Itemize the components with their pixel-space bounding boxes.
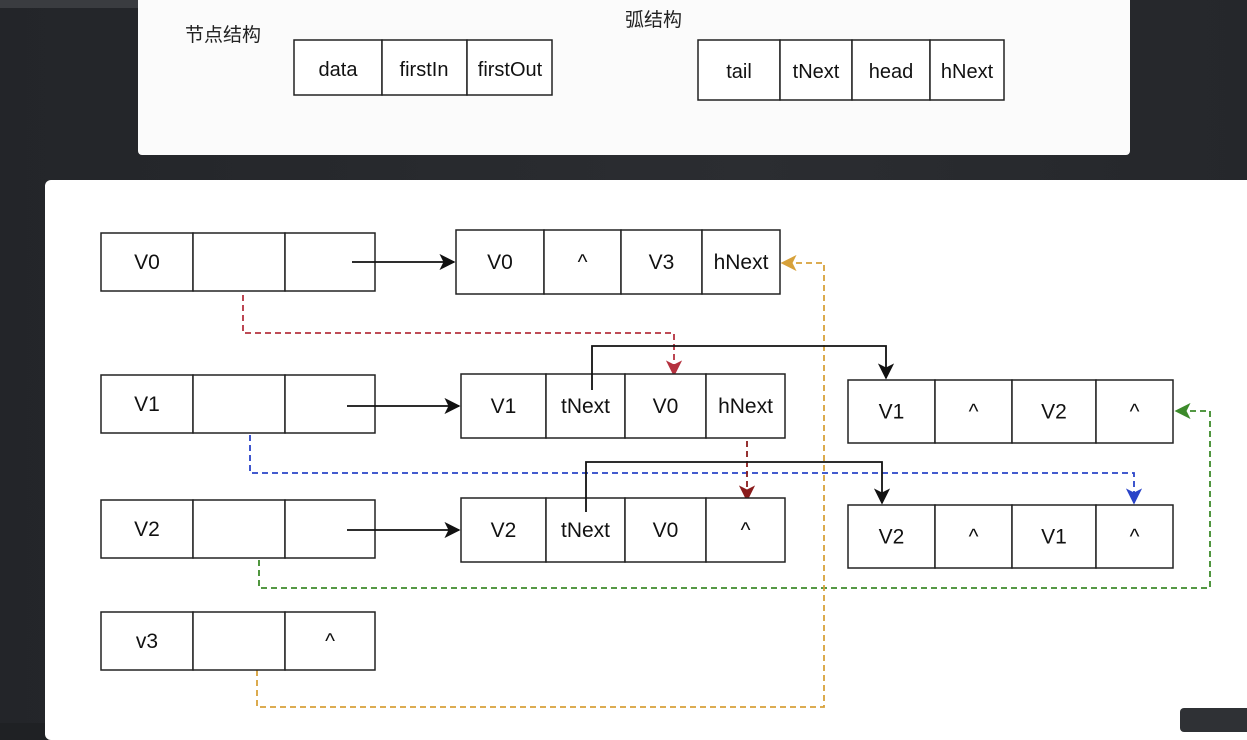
node-cell	[100, 232, 194, 292]
node-cell	[460, 497, 547, 563]
v1-tnext-arrow	[591, 345, 895, 390]
node-cell	[934, 504, 1013, 569]
arc-node-arc-v1-v2: V1 ^ V2 ^	[847, 379, 1174, 444]
node-cell	[455, 229, 545, 295]
node-cell	[543, 229, 622, 295]
node-cell	[284, 374, 376, 434]
node-cell	[847, 379, 936, 444]
node-cell	[1011, 379, 1097, 444]
node-cell	[847, 504, 936, 569]
node-cell-label: V1	[1041, 526, 1067, 549]
node-cell	[192, 232, 286, 292]
node-cell-label: V0	[487, 251, 513, 274]
node-cell-label: ^	[1130, 401, 1140, 424]
node-cell	[1011, 504, 1097, 569]
node-cell	[100, 374, 194, 434]
node-cell	[100, 499, 194, 559]
legend-node-field: firstOut	[478, 59, 543, 81]
orthogonal-list-diagram: 节点结构 弧结构 data firstIn firstOut tail tNex…	[100, 9, 1211, 708]
legend-arc-field: head	[869, 61, 914, 83]
node-cell	[100, 611, 194, 671]
node-cell-label: V2	[491, 519, 517, 542]
node-cell	[192, 499, 286, 559]
legend-arc-field: tail	[726, 61, 752, 83]
arc-structure-title: 弧结构	[625, 9, 682, 31]
v1-firstin-link	[249, 395, 1143, 505]
node-cell	[284, 499, 376, 559]
legend-node-structure: data firstIn firstOut	[293, 39, 553, 96]
vertex-node-v1: V1	[100, 374, 376, 434]
node-cell-label: ^	[1130, 526, 1140, 549]
legend-node-field: firstIn	[400, 59, 449, 81]
node-cell-label: ^	[325, 630, 335, 653]
v3-firstin-link	[256, 254, 825, 708]
node-cell-label: V2	[1041, 401, 1067, 424]
node-cell	[705, 373, 786, 439]
node-cell-label: ^	[741, 519, 751, 542]
node-cell	[705, 497, 786, 563]
node-cell-label: v3	[136, 630, 158, 653]
node-cell-label: tNext	[561, 519, 610, 542]
legend-arc-field: hNext	[941, 61, 994, 83]
arc-node-arc-v2-v1: V2 ^ V1 ^	[847, 504, 1174, 569]
node-cell-label: tNext	[561, 395, 610, 418]
legend-arc-structure: tail tNext head hNext	[697, 39, 1005, 101]
node-cell	[1095, 379, 1174, 444]
v2-firstin-link	[258, 402, 1211, 589]
node-structure-title: 节点结构	[185, 24, 261, 46]
node-cell-label: ^	[969, 401, 979, 424]
node-cell-label: V0	[653, 395, 679, 418]
node-cell	[620, 229, 703, 295]
node-cell-label: V0	[134, 251, 160, 274]
v2-tnext-arrow	[585, 461, 891, 512]
node-cell-label: V2	[134, 518, 160, 541]
firstout-links	[347, 253, 895, 539]
node-cell-label: ^	[578, 251, 588, 274]
node-cell	[192, 611, 286, 671]
node-cell-label: hNext	[718, 395, 773, 418]
legend-arc-field: tNext	[793, 61, 840, 83]
node-cell-label: ^	[969, 526, 979, 549]
node-cell	[624, 497, 707, 563]
vertex-node-v3: v3 ^	[100, 611, 376, 671]
vertex-node-v0: V0	[100, 232, 376, 292]
node-cell	[545, 373, 626, 439]
legend-node-field: data	[319, 59, 359, 81]
vertex-node-v2: V2	[100, 499, 376, 559]
arc-node-arc-v2-v0: V2 tNext V0 ^	[460, 497, 786, 563]
node-cell	[284, 611, 376, 671]
node-cell-label: V2	[879, 526, 905, 549]
node-cell-label: hNext	[714, 251, 769, 274]
node-cell-label: V0	[653, 519, 679, 542]
node-cell	[460, 373, 547, 439]
node-cell-label: V3	[649, 251, 675, 274]
arc-node-arc-v1-v0: V1 tNext V0 hNext	[460, 373, 786, 439]
node-cell-label: V1	[491, 395, 517, 418]
firstin-links	[242, 254, 1211, 708]
arc-node-arc-v0-v3: V0 ^ V3 hNext	[455, 229, 781, 295]
node-cell	[1095, 504, 1174, 569]
node-cell	[701, 229, 781, 295]
node-cell-label: V1	[134, 393, 160, 416]
node-cell-label: V1	[879, 401, 905, 424]
node-cell	[192, 374, 286, 434]
v0-firstin-link	[242, 255, 683, 377]
node-cell	[624, 373, 707, 439]
